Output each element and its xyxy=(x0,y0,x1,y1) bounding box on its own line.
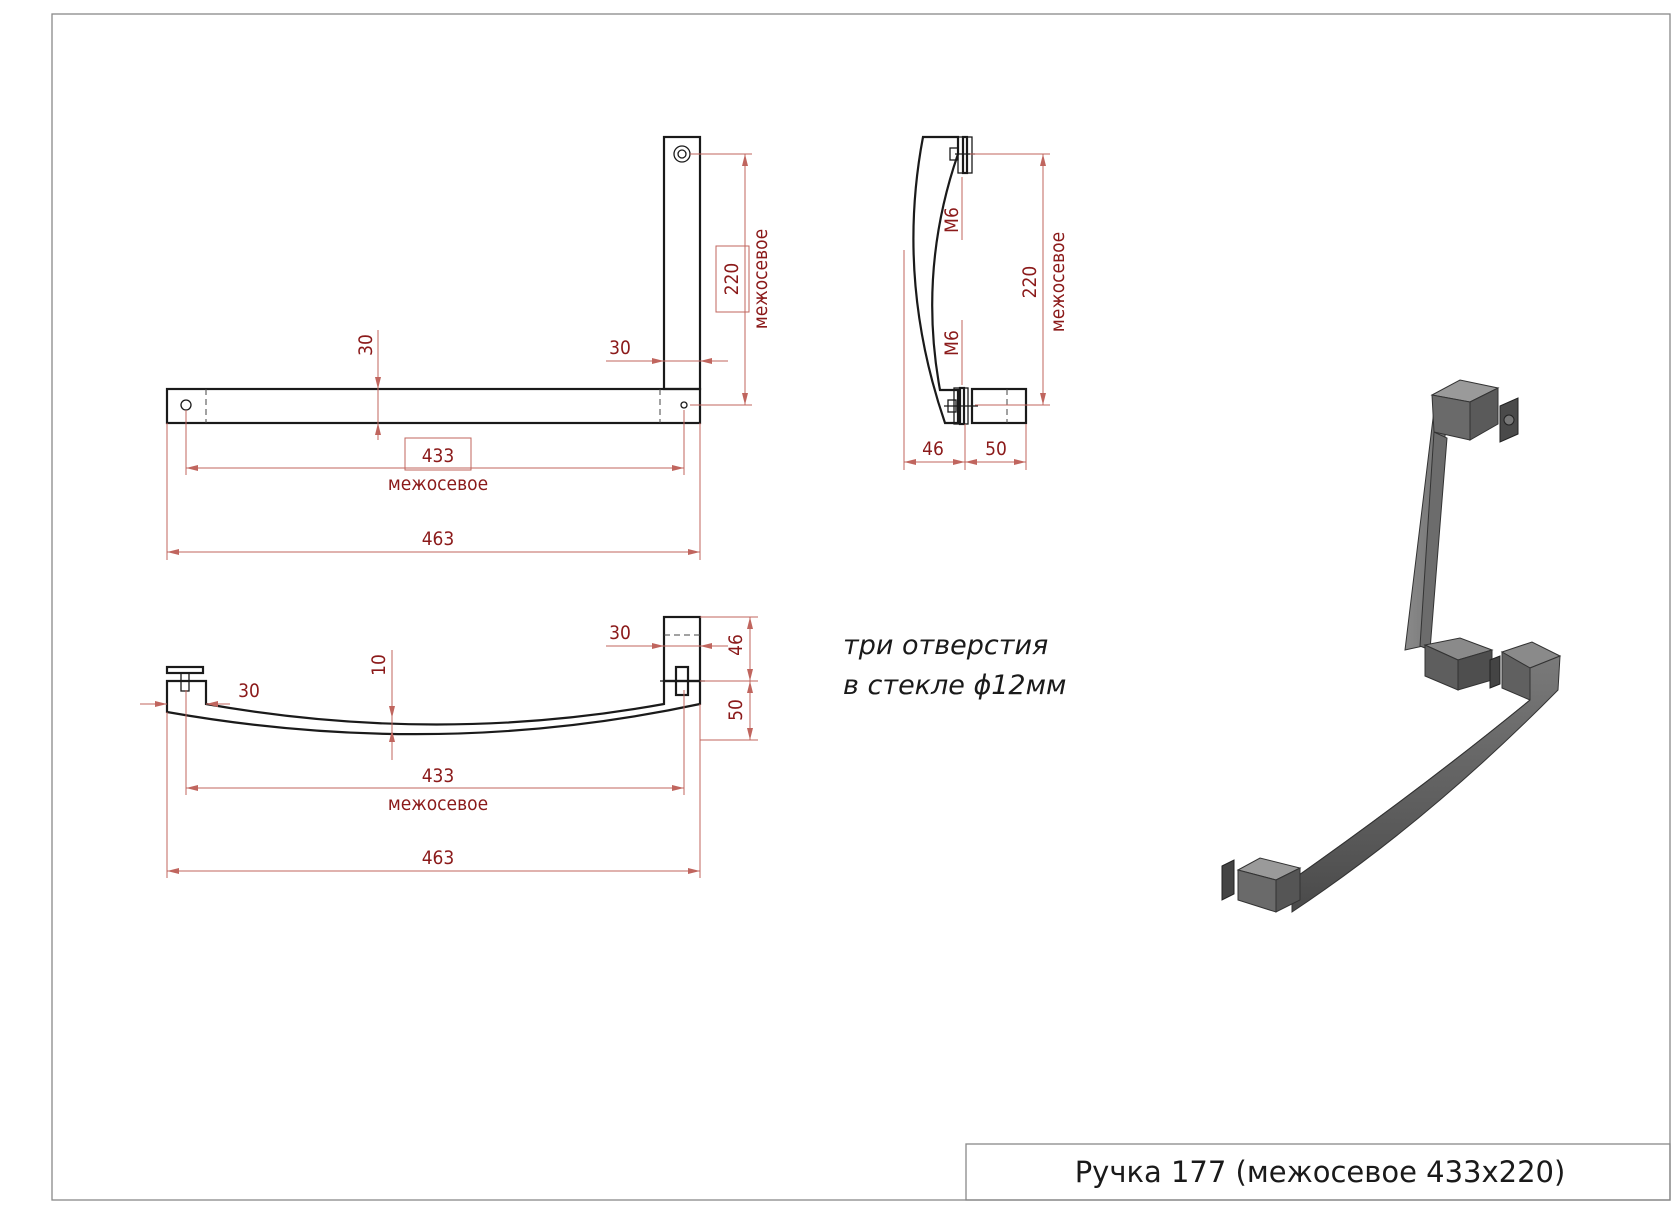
top-dim-vertical-label: межосевое xyxy=(750,229,772,329)
side-thread-bottom: M6 xyxy=(941,330,963,356)
side-view-end-block xyxy=(970,387,1028,425)
title-block: Ручка 177 (межосевое 433х220) xyxy=(965,1143,1671,1201)
side-thread-top: M6 xyxy=(941,207,963,233)
hole-icon xyxy=(180,399,192,411)
front-dim-center: 433 xyxy=(422,765,455,787)
front-dim-depth: 50 xyxy=(725,699,747,721)
front-dim-left-leg: 30 xyxy=(238,680,260,702)
top-dim-center-label: межосевое xyxy=(388,473,488,495)
top-view-bar xyxy=(165,387,702,425)
top-dim-overall: 463 xyxy=(422,528,455,550)
front-view: 30 30 10 46 50 433 межосевое xyxy=(140,615,758,878)
side-dim-left: 46 xyxy=(922,438,944,460)
side-dim-vertical: 220 xyxy=(1019,266,1041,299)
front-dim-bow: 10 xyxy=(368,654,390,676)
front-view-block xyxy=(662,615,702,683)
side-view-body xyxy=(912,135,960,425)
drawing-frame xyxy=(51,13,1671,1201)
top-dim-leg-width: 30 xyxy=(609,337,631,359)
front-dim-block: 46 xyxy=(725,634,747,656)
hole-icon xyxy=(673,145,691,163)
handle-3d-render xyxy=(1221,379,1562,913)
top-dim-vertical: 220 xyxy=(721,263,743,296)
top-view: 433 межосевое 463 30 30 220 межосевое xyxy=(165,135,772,560)
top-view-leg xyxy=(662,135,702,391)
side-view: M6 M6 220 межосевое 46 50 xyxy=(903,135,1069,470)
top-dim-bar-height: 30 xyxy=(355,334,377,356)
side-dim-right: 50 xyxy=(985,438,1007,460)
side-dim-vertical-label: межосевое xyxy=(1047,232,1069,332)
top-dim-center: 433 xyxy=(422,445,455,467)
note-line-1: три отверстия xyxy=(843,630,1048,661)
note-line-2: в стекле ϕ12мм xyxy=(843,670,1066,701)
note: три отверстия в стекле ϕ12мм xyxy=(843,630,1066,701)
front-dim-leg: 30 xyxy=(609,622,631,644)
front-dim-overall: 463 xyxy=(422,847,455,869)
front-dim-center-label: межосевое xyxy=(388,793,488,815)
drawing-title: Ручка 177 (межосевое 433х220) xyxy=(1075,1155,1566,1189)
